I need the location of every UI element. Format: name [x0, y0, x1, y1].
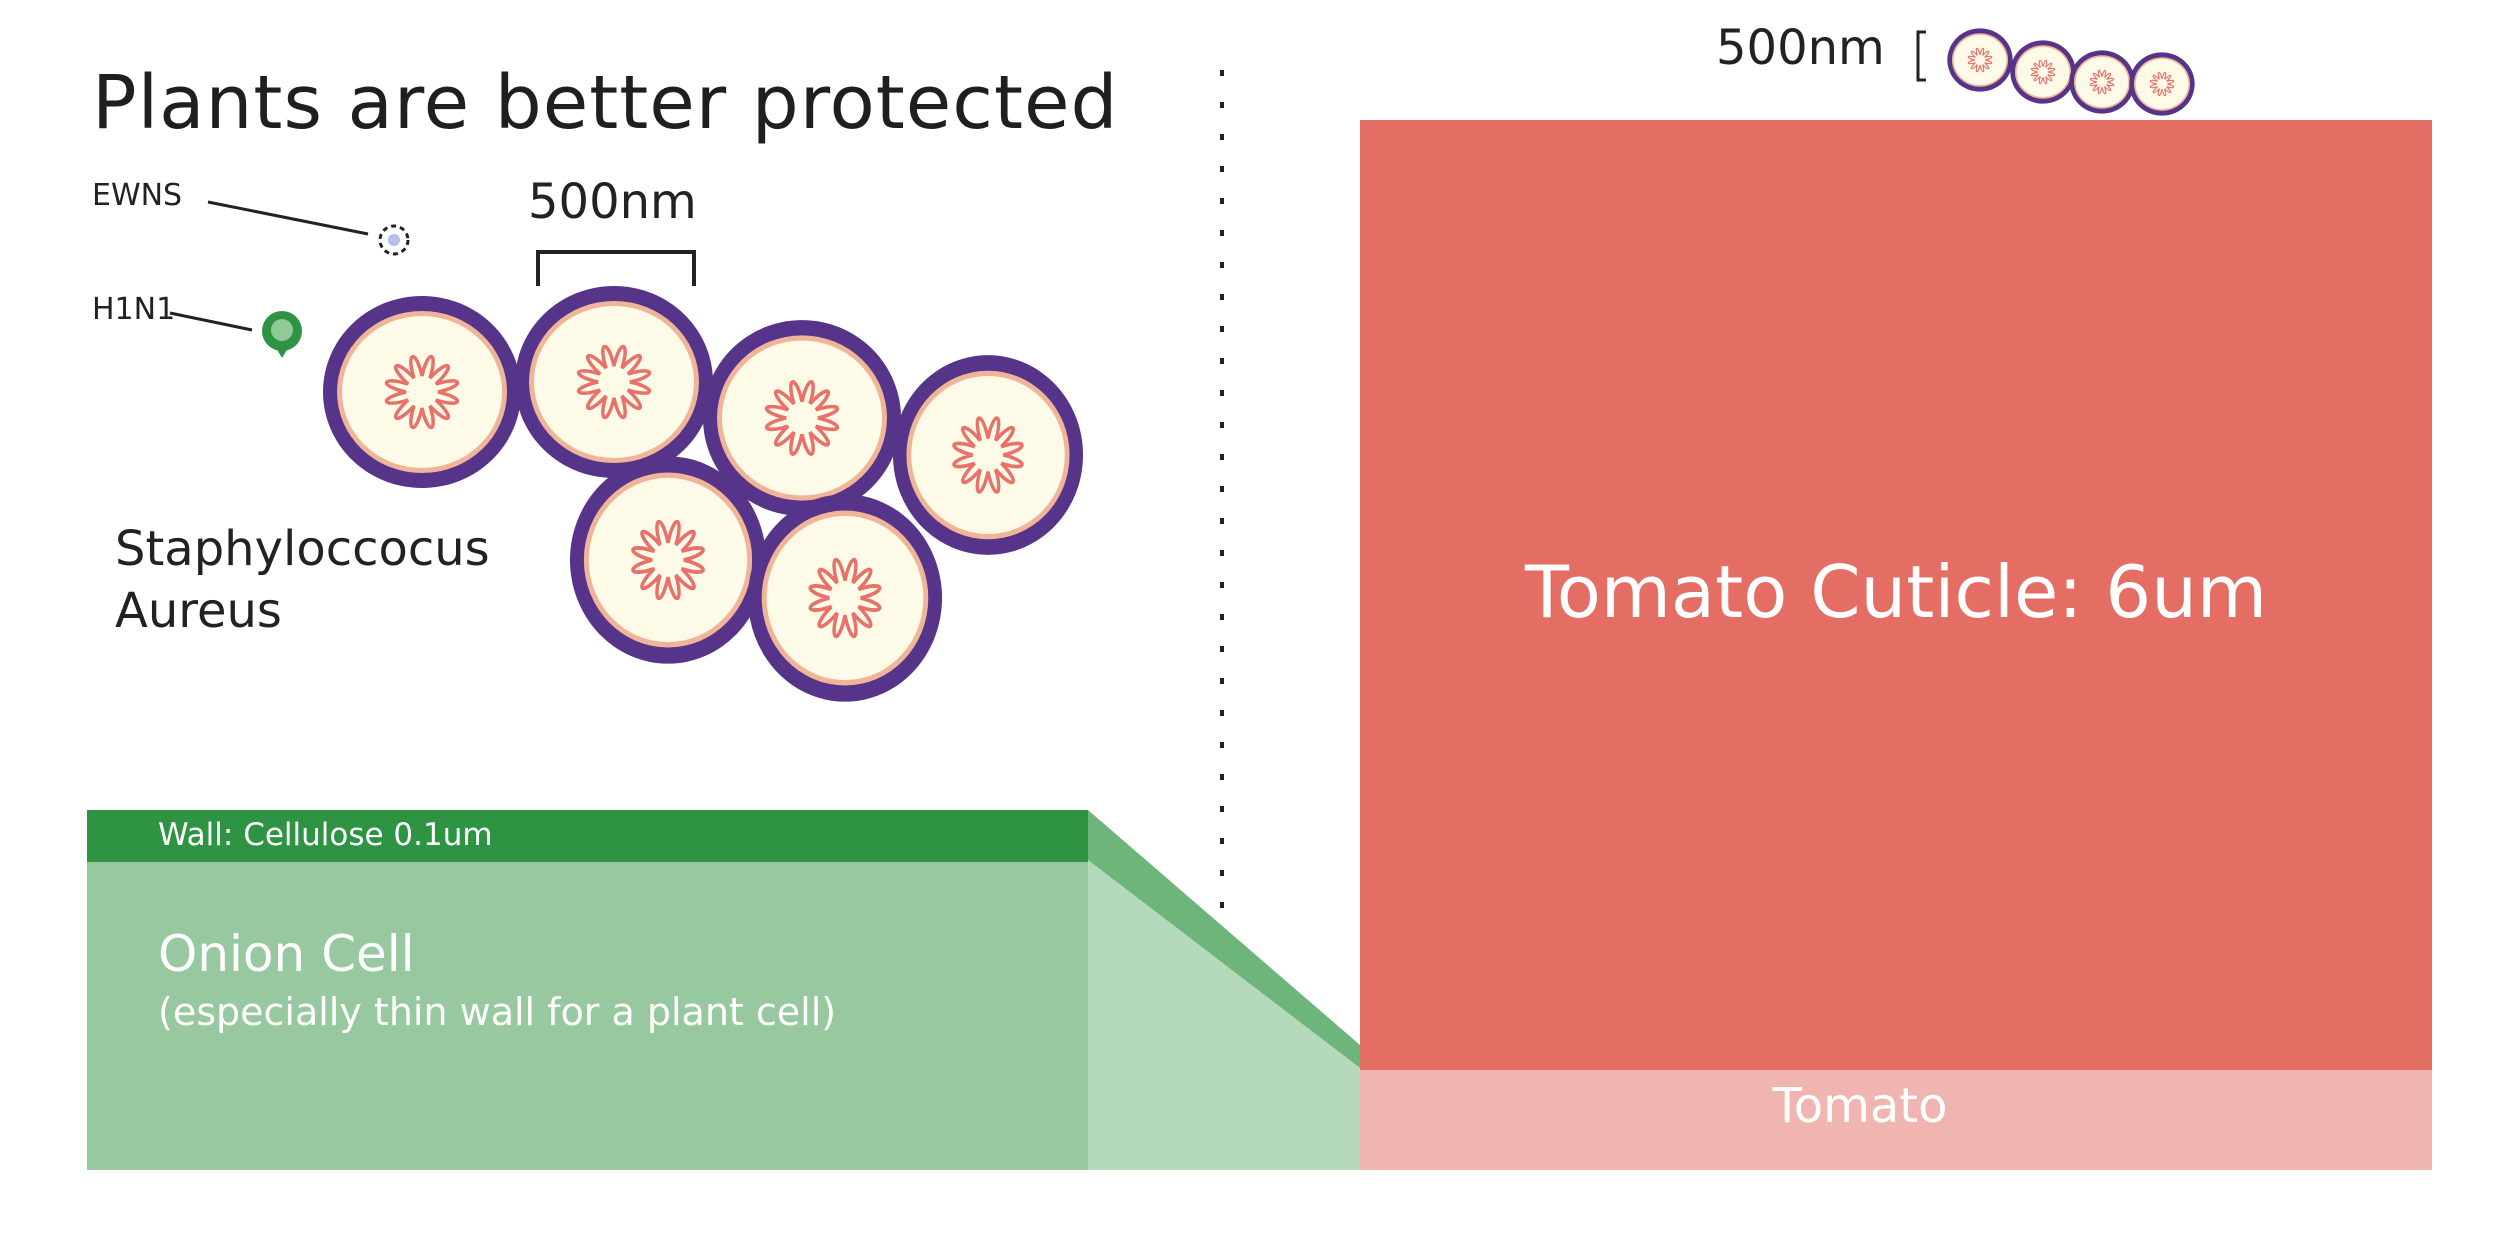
onion-zoom-band [1088, 860, 1360, 1170]
staphylococcus-label-line1: Staphyloccocus [115, 521, 490, 577]
ewns-core [388, 234, 400, 246]
scale-bar-right [1916, 30, 1926, 82]
bacterium-icon [513, 284, 715, 480]
onion-cell [87, 860, 1088, 1170]
ewns-label: EWNS [92, 178, 183, 213]
bacterium-icon [746, 492, 944, 704]
bacterium-icon [2009, 39, 2077, 105]
tomato-cell-label: Tomato [1772, 1078, 1948, 1134]
bacterium-icon [321, 294, 523, 490]
staphylococcus-label: Staphyloccocus Aureus [115, 518, 490, 642]
h1n1-leader [169, 311, 253, 332]
onion-wall [87, 810, 1088, 862]
bacterium-icon [568, 454, 768, 666]
tomato-cuticle [1360, 120, 2432, 1072]
staphylococcus-label-line2: Aureus [115, 583, 282, 639]
onion-wall-zoom [1088, 810, 1360, 1068]
onion-wall-label: Wall: Cellulose 0.1um [158, 817, 493, 853]
bacterium-icon [2068, 49, 2136, 115]
bacterium-icon [2128, 51, 2196, 117]
onion-cell-subtitle: (especially thin wall for a plant cell) [158, 990, 837, 1034]
bacterium-icon [1946, 27, 2014, 93]
scale-bar-left [536, 250, 696, 286]
scale-label-left: 500nm [528, 174, 697, 230]
mini-bacteria-chain [1946, 27, 2196, 117]
scale-label-right: 500nm [1716, 20, 1885, 76]
virus-icon [262, 311, 302, 358]
h1n1-label: H1N1 [92, 292, 176, 327]
ewns-leader [207, 200, 369, 236]
bacterium-icon [891, 353, 1085, 557]
page-title: Plants are better protected [92, 60, 1119, 146]
tomato-cell [1360, 1070, 2432, 1170]
onion-cell-title: Onion Cell [158, 925, 415, 983]
tomato-cuticle-label: Tomato Cuticle: 6um [1525, 550, 2267, 634]
